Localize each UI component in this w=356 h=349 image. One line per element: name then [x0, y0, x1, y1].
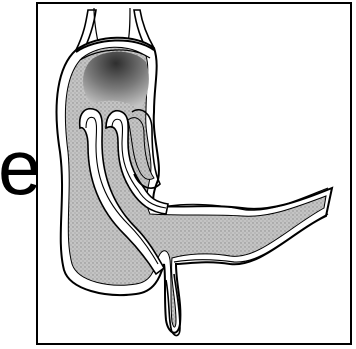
stomach-intussusception-illustration — [36, 2, 352, 345]
